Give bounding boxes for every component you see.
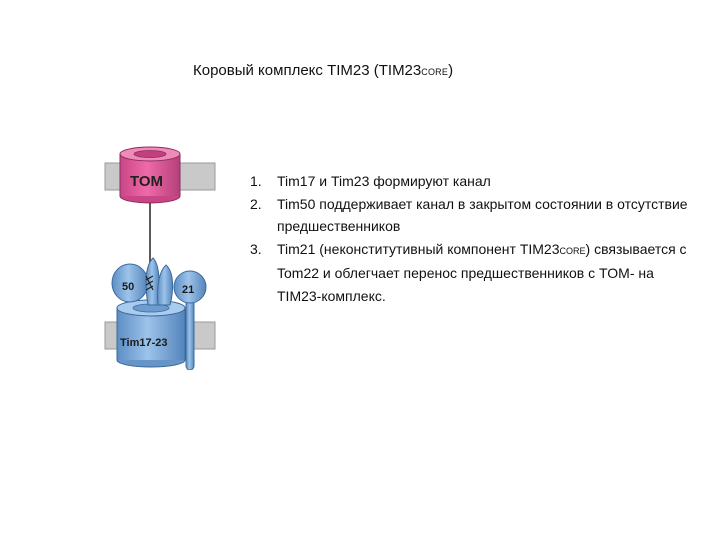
item-text-pre: Tim21 (неконститутивный компонент TIM23 [277, 240, 560, 257]
title-end: ) [448, 62, 454, 79]
interaction-mark [145, 275, 154, 291]
slide-title: Коровый комплекс TIM23 (TIM23CORE) [193, 62, 453, 79]
label-tim21: 21 [182, 284, 194, 296]
label-tim50: 50 [122, 281, 134, 293]
title-main: Коровый комплекс TIM23 (TIM23 [193, 62, 422, 79]
title-subscript: CORE [421, 67, 449, 77]
tim17-23-complex [116, 299, 186, 368]
points-list: 1. Tim17 и Tim23 формируют канал 2. Tim5… [250, 170, 700, 307]
tim23-diagram: TOM 50 21 Tim17-23 [104, 146, 216, 370]
list-item: 3. Tim21 (неконститутивный компонент TIM… [250, 238, 700, 308]
item-text: Tim17 и Tim23 формируют канал [277, 173, 491, 189]
list-item: 1. Tim17 и Tim23 формируют канал [250, 170, 700, 193]
item-number: 2. [250, 195, 262, 212]
item-number: 1. [250, 173, 262, 189]
list-item: 2. Tim50 поддерживает канал в закрытом с… [250, 193, 700, 238]
tom-complex [119, 146, 181, 204]
item-number: 3. [250, 240, 262, 257]
item-subscript: CORE [559, 245, 586, 256]
item-text-post: ) связывается с Tom22 и облегчает перено… [277, 240, 687, 304]
tim21 [173, 270, 207, 370]
tim-channel-loops [145, 257, 174, 306]
label-tom: TOM [130, 173, 163, 190]
label-tim17-23: Tim17-23 [120, 337, 168, 349]
item-text: Tim50 поддерживает канал в закрытом сост… [277, 195, 688, 235]
